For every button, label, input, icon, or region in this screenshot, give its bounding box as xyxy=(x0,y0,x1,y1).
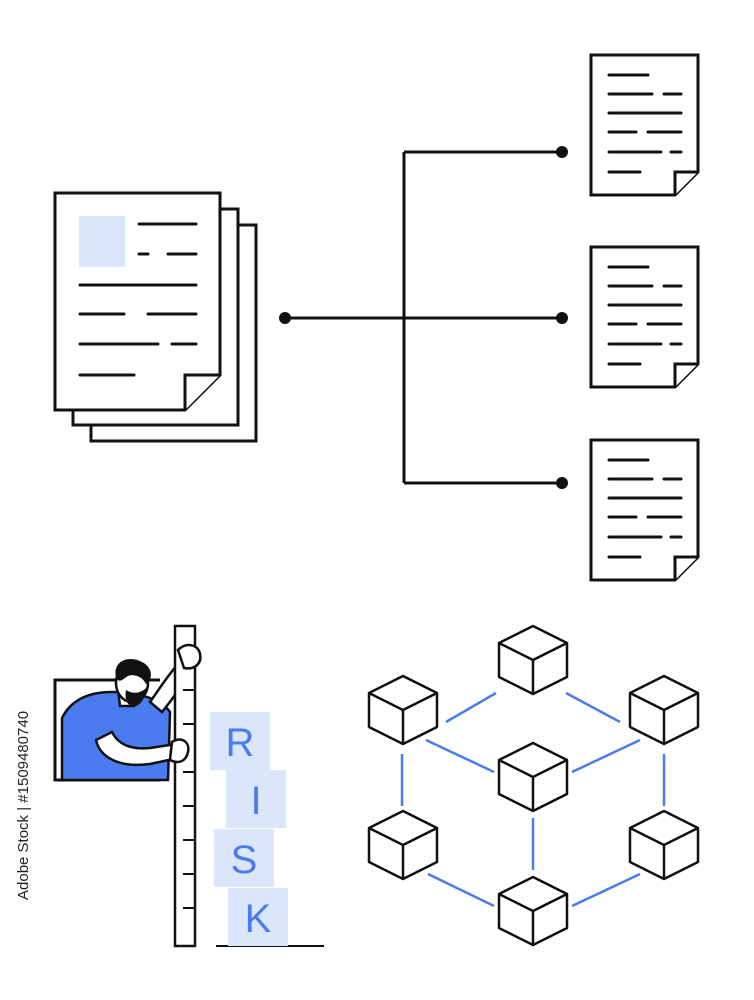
output-document-middle-icon xyxy=(589,245,700,389)
risk-blocks: R I S K xyxy=(210,712,288,946)
risk-letter-s: S xyxy=(231,838,258,882)
connector-dot-source xyxy=(279,312,291,324)
output-document-top-icon xyxy=(589,53,700,197)
cube-network-links xyxy=(400,691,666,908)
measuring-ruler xyxy=(173,624,197,948)
risk-block-i xyxy=(226,770,286,828)
split-connector-lines xyxy=(285,150,562,485)
cube-node-upper-left-icon xyxy=(367,674,439,746)
stock-image-id: Adobe Stock | #1509480740 xyxy=(15,711,32,900)
risk-block-k xyxy=(228,888,288,946)
document-stack-folded-corner xyxy=(183,373,220,410)
cube-node-bottom-icon xyxy=(497,875,569,947)
connector-dot-top xyxy=(556,146,568,158)
risk-letter-i: I xyxy=(250,779,261,823)
person-measuring-illustration xyxy=(53,624,324,948)
connector-dot-bottom xyxy=(556,477,568,489)
cube-node-top-icon xyxy=(497,624,569,696)
person-beard xyxy=(125,688,146,707)
cube-node-lower-right-icon xyxy=(628,809,700,881)
risk-block-r xyxy=(210,712,270,770)
document-stack-content xyxy=(78,216,198,377)
cube-network xyxy=(367,624,700,947)
connector-dots xyxy=(279,146,568,489)
document-image-placeholder xyxy=(79,216,125,267)
output-document-bottom-icon xyxy=(589,438,700,582)
person-hair xyxy=(115,658,151,684)
risk-block-s xyxy=(214,829,274,887)
connector-dot-middle xyxy=(556,312,568,324)
risk-letter-k: K xyxy=(245,897,272,941)
cube-node-upper-right-icon xyxy=(628,674,700,746)
cube-node-center-icon xyxy=(497,741,569,813)
cube-node-lower-left-icon xyxy=(367,809,439,881)
risk-letter-r: R xyxy=(226,721,255,765)
